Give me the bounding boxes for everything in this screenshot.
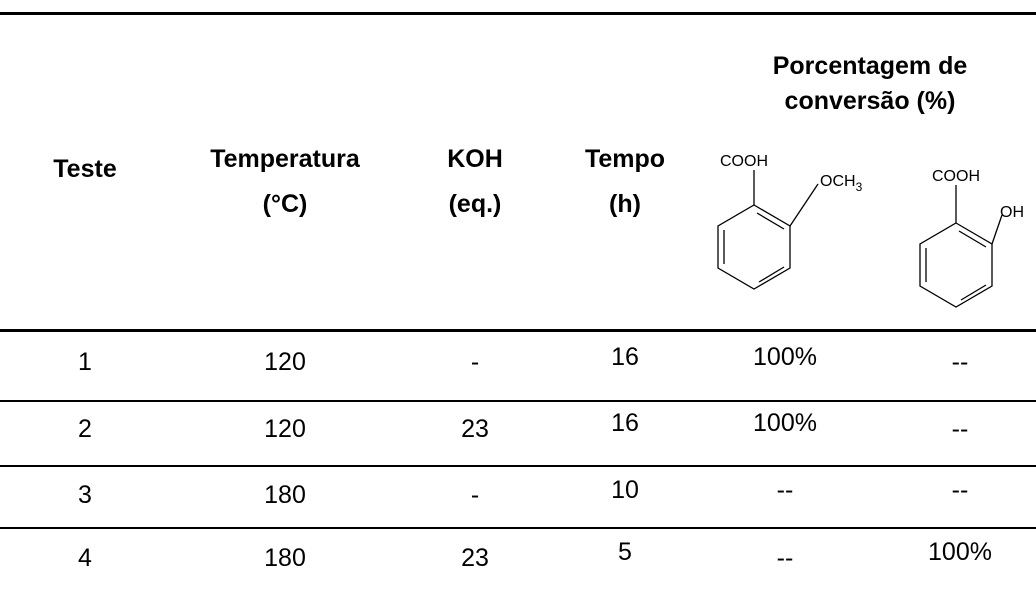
header-temperatura-line2: (°C) — [262, 190, 308, 218]
top-rule — [0, 12, 1036, 15]
cell-conv-methoxy: 100% — [753, 343, 817, 371]
cell-conv-methoxy: -- — [776, 544, 794, 572]
methoxy-substituent-label: OCH3 — [820, 173, 862, 194]
cell-conv-methoxy: 100% — [753, 409, 817, 437]
methoxybenzoic-acid-structure: COOH OCH3 — [717, 153, 862, 290]
cell-conv-hydroxy: 100% — [928, 538, 992, 566]
cell-koh: 23 — [461, 544, 489, 572]
header-conversao-line1: Porcentagem de — [772, 52, 968, 80]
header-koh-line1: KOH — [447, 145, 503, 173]
methoxy-benzene-ring — [717, 204, 791, 290]
cell-conv-hydroxy: -- — [951, 476, 969, 504]
cell-teste: 3 — [78, 481, 92, 509]
header-bottom-rule — [0, 329, 1036, 332]
methoxy-substituent-bond — [789, 183, 819, 227]
cell-teste: 2 — [78, 415, 92, 443]
row-divider-2 — [0, 465, 1036, 467]
cell-conv-methoxy: -- — [776, 476, 794, 504]
hydroxybenzoic-acid-structure: COOH OH — [919, 168, 1024, 308]
hydroxy-benzene-ring — [919, 222, 993, 308]
header-tempo-line2: (h) — [609, 190, 641, 218]
cell-temperatura: 120 — [264, 348, 306, 376]
cell-temperatura: 180 — [264, 481, 306, 509]
cell-tempo: 16 — [611, 343, 639, 371]
header-tempo-line1: Tempo — [584, 145, 666, 173]
hydroxy-ring-double-bond-2 — [960, 284, 987, 301]
hydroxy-substituent-label: OH — [1000, 204, 1024, 221]
hydroxy-ring-double-bond-3 — [958, 230, 987, 248]
cell-tempo: 5 — [618, 538, 632, 566]
methoxy-ring-double-bond-3 — [756, 212, 785, 230]
cell-temperatura: 180 — [264, 544, 306, 572]
methoxy-acid-group-label: COOH — [720, 153, 768, 170]
cell-koh: - — [470, 348, 480, 376]
header-koh-line2: (eq.) — [448, 190, 502, 218]
cell-tempo: 10 — [611, 476, 639, 504]
hydroxy-substituent-bond — [991, 214, 1003, 245]
cell-koh: - — [470, 481, 480, 509]
cell-temperatura: 120 — [264, 415, 306, 443]
row-divider-1 — [0, 400, 1036, 402]
cell-conv-hydroxy: -- — [951, 415, 969, 443]
cell-teste: 1 — [78, 348, 92, 376]
cell-tempo: 16 — [611, 409, 639, 437]
header-temperatura-line1: Temperatura — [210, 145, 360, 173]
cell-teste: 4 — [78, 544, 92, 572]
cell-koh: 23 — [461, 415, 489, 443]
header-conversao-line2: conversão (%) — [784, 87, 956, 115]
cell-conv-hydroxy: -- — [951, 348, 969, 376]
methoxy-ring-double-bond-2 — [758, 266, 785, 283]
row-divider-3 — [0, 527, 1036, 529]
hydroxy-acid-group-label: COOH — [932, 168, 980, 185]
header-teste: Teste — [53, 155, 117, 183]
